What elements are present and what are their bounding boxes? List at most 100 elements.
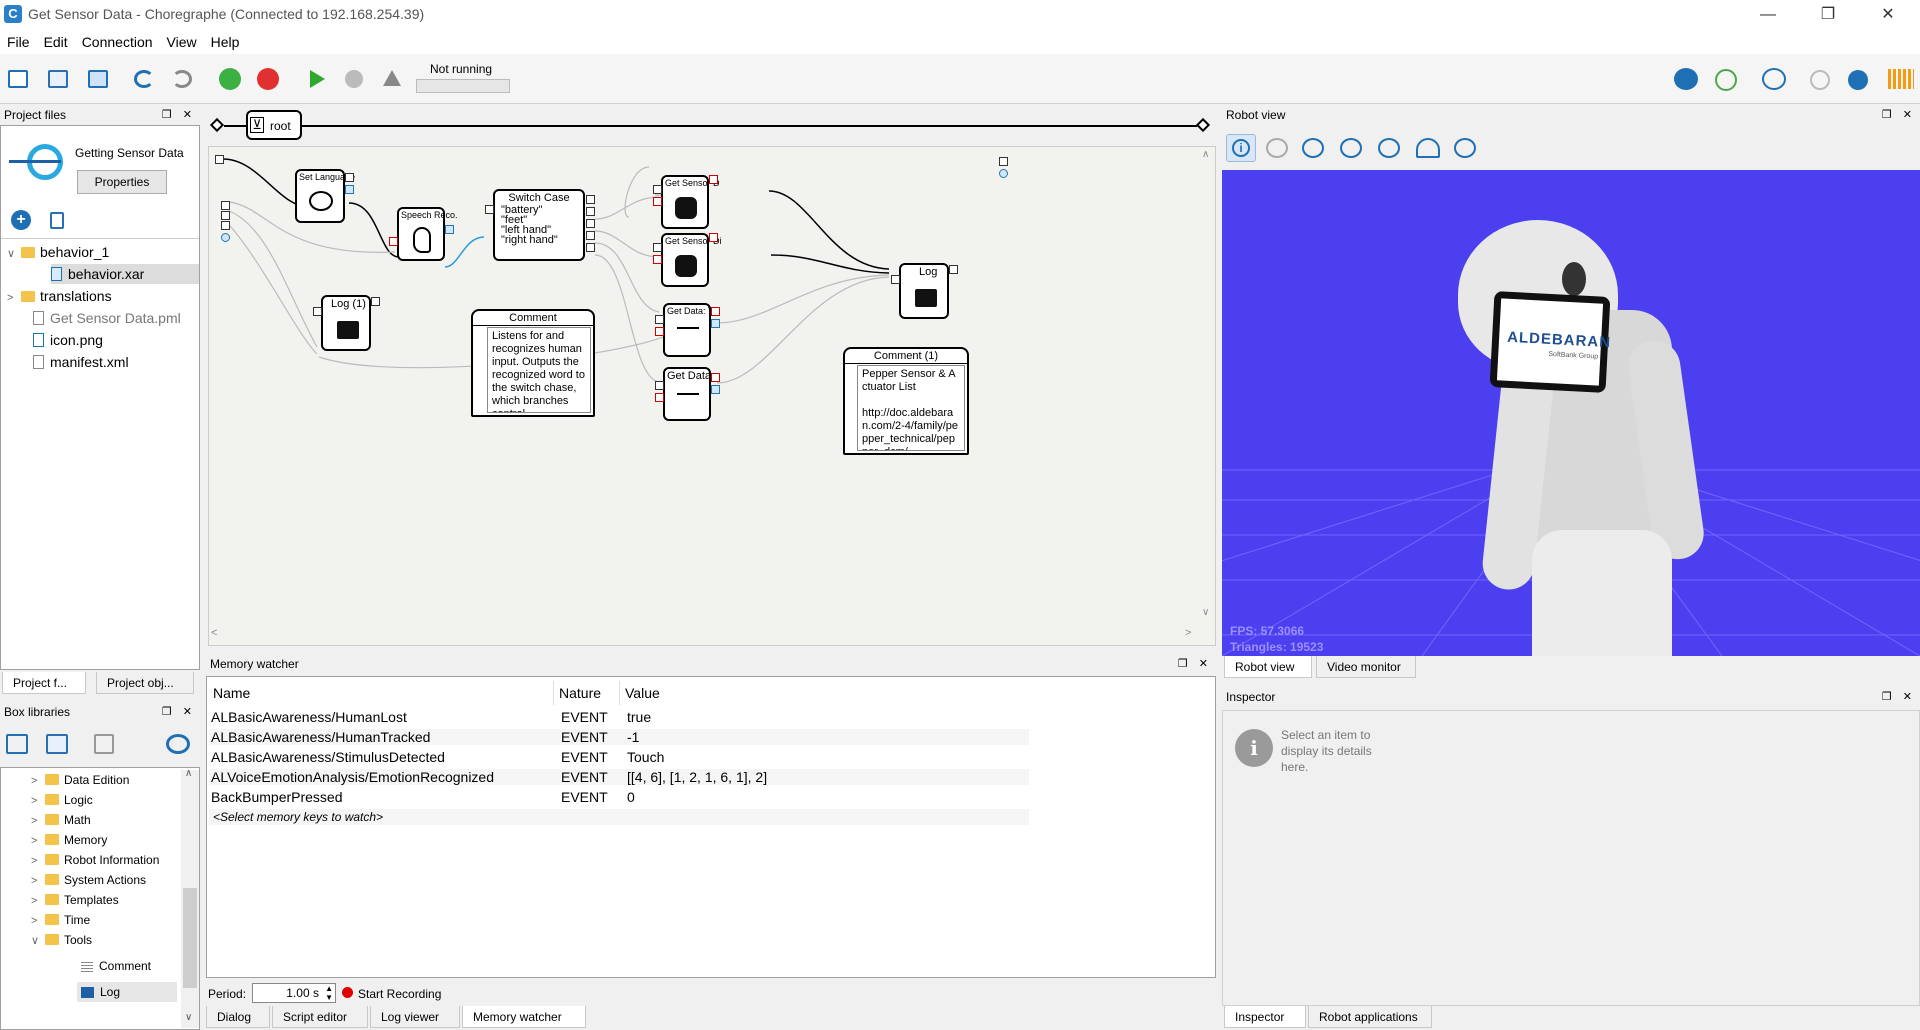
face-icon[interactable] <box>1454 138 1476 158</box>
menu-edit[interactable]: Edit <box>43 34 68 50</box>
minimize-button[interactable]: — <box>1760 6 1776 23</box>
collapse-arrow-icon[interactable]: ∨ <box>31 935 40 947</box>
scroll-up-icon[interactable]: ∧ <box>1202 149 1210 160</box>
library-item-system-actions[interactable]: >System Actions <box>31 870 146 890</box>
box-switch-case[interactable]: Switch Case "battery" "feet" "left hand"… <box>493 189 585 261</box>
box-get-sensor-data-1[interactable]: Get Sensor D <box>661 175 720 229</box>
spin-arrows-icon[interactable]: ▲▼ <box>325 984 333 1002</box>
input-port[interactable] <box>655 393 664 402</box>
battery-button[interactable] <box>1886 66 1914 92</box>
tab-script-editor[interactable]: Script editor <box>272 1006 368 1028</box>
output-port[interactable] <box>371 297 380 306</box>
box-get-data-touch[interactable]: Get Data: To <box>663 303 717 357</box>
input-port[interactable] <box>221 221 230 230</box>
library-item-tools[interactable]: ∨Tools <box>31 930 92 950</box>
volume-button[interactable] <box>1672 66 1700 92</box>
box-log-1[interactable]: Log (1) <box>321 295 371 351</box>
tab-log-viewer[interactable]: Log viewer <box>370 1006 460 1028</box>
rest-button[interactable] <box>1806 66 1834 92</box>
tool-item-log[interactable]: Log <box>77 982 177 1002</box>
tree-item-pml[interactable]: Get Sensor Data.pml <box>33 308 181 328</box>
expand-arrow-icon[interactable]: > <box>31 915 38 927</box>
column-header-nature[interactable]: Nature <box>559 685 602 701</box>
box-set-language[interactable]: Set Language <box>295 169 355 223</box>
comment-box[interactable]: Comment Listens for and recognizes human… <box>471 309 595 417</box>
save-project-button[interactable] <box>84 66 112 92</box>
sparkle-icon[interactable] <box>1340 138 1362 158</box>
panel-controls[interactable]: ❐ ✕ <box>161 706 196 718</box>
diagram-canvas[interactable]: Set Language Speech Reco. Switch Case "b… <box>208 146 1216 646</box>
panel-controls[interactable]: ❐ ✕ <box>1177 658 1212 670</box>
input-port[interactable] <box>653 197 662 206</box>
start-recording-button[interactable]: Start Recording <box>358 987 442 1001</box>
library-item-logic[interactable]: >Logic <box>31 790 93 810</box>
library-item-time[interactable]: >Time <box>31 910 90 930</box>
input-port[interactable] <box>655 315 664 324</box>
expand-arrow-icon[interactable]: > <box>31 775 38 787</box>
disconnect-button[interactable] <box>254 66 282 92</box>
input-port[interactable] <box>313 307 322 316</box>
debug-button[interactable] <box>378 66 406 92</box>
period-spinbox[interactable]: 1.00 s▲▼ <box>252 983 336 1003</box>
box-get-sensor-data-2[interactable]: Get Sensor Di <box>661 233 722 287</box>
input-port[interactable] <box>221 233 230 242</box>
tab-robot-view[interactable]: Robot view <box>1224 656 1312 678</box>
record-icon[interactable] <box>342 987 353 998</box>
scroll-down-icon[interactable]: ∨ <box>1202 607 1210 618</box>
play-button[interactable] <box>302 66 330 92</box>
input-port[interactable] <box>655 327 664 336</box>
input-port[interactable] <box>485 205 494 214</box>
output-port[interactable] <box>586 207 595 216</box>
input-port[interactable] <box>653 185 662 194</box>
tab-robot-applications[interactable]: Robot applications <box>1308 1006 1432 1028</box>
expand-arrow-icon[interactable]: > <box>7 292 14 304</box>
output-port-end[interactable] <box>999 169 1008 178</box>
expand-arrow-icon[interactable]: > <box>31 795 38 807</box>
library-item-memory[interactable]: >Memory <box>31 830 107 850</box>
expand-arrow-icon[interactable]: > <box>31 835 38 847</box>
undo-button[interactable] <box>130 66 158 92</box>
root-breadcrumb[interactable]: ⊻ root <box>246 110 302 140</box>
output-port-end[interactable] <box>999 157 1008 166</box>
library-item-robot-information[interactable]: >Robot Information <box>31 850 159 870</box>
canvas-vertical-scrollbar[interactable]: ∧∨ <box>1199 147 1215 625</box>
switch-option[interactable]: "feet" <box>501 214 528 226</box>
output-port[interactable] <box>586 195 595 204</box>
input-port-start[interactable] <box>215 155 224 164</box>
expand-arrow-icon[interactable]: > <box>31 875 38 887</box>
expand-arrow-icon[interactable]: > <box>31 895 38 907</box>
new-library-icon[interactable] <box>6 734 28 754</box>
close-button[interactable]: ✕ <box>1881 6 1895 23</box>
redo-button[interactable] <box>168 66 196 92</box>
output-port[interactable] <box>586 231 595 240</box>
output-port[interactable] <box>709 175 718 184</box>
scrollbar-thumb[interactable] <box>183 888 197 988</box>
output-port[interactable] <box>949 265 958 274</box>
menu-connection[interactable]: Connection <box>81 34 153 50</box>
tree-item-icon-png[interactable]: icon.png <box>33 330 103 350</box>
info-button[interactable]: i <box>1226 134 1256 162</box>
gear-icon[interactable] <box>1378 138 1400 158</box>
heart-button[interactable] <box>1760 66 1788 92</box>
new-project-button[interactable] <box>4 66 32 92</box>
restore-button[interactable]: ❐ <box>1820 6 1836 23</box>
tab-inspector[interactable]: Inspector <box>1224 1006 1306 1028</box>
menu-help[interactable]: Help <box>210 34 240 50</box>
expand-arrow-icon[interactable]: > <box>31 855 38 867</box>
input-port[interactable] <box>655 381 664 390</box>
robot-icon[interactable] <box>1302 138 1324 158</box>
switch-option[interactable]: "left hand" <box>501 224 552 236</box>
output-port[interactable] <box>711 373 720 382</box>
output-port[interactable] <box>711 307 720 316</box>
output-port[interactable] <box>711 385 720 394</box>
delete-file-button[interactable] <box>47 210 67 232</box>
library-menu-icon[interactable] <box>94 734 114 754</box>
tab-project-objects[interactable]: Project obj... <box>96 672 194 694</box>
sensor-icon[interactable] <box>1416 138 1440 158</box>
comment-text[interactable]: Pepper Sensor & Actuator List http://doc… <box>857 365 965 451</box>
table-row[interactable]: ALVoiceEmotionAnalysis/EmotionRecognized… <box>209 769 1029 785</box>
comment-text[interactable]: Listens for and recognizes human input. … <box>487 327 591 413</box>
output-port[interactable] <box>586 243 595 252</box>
